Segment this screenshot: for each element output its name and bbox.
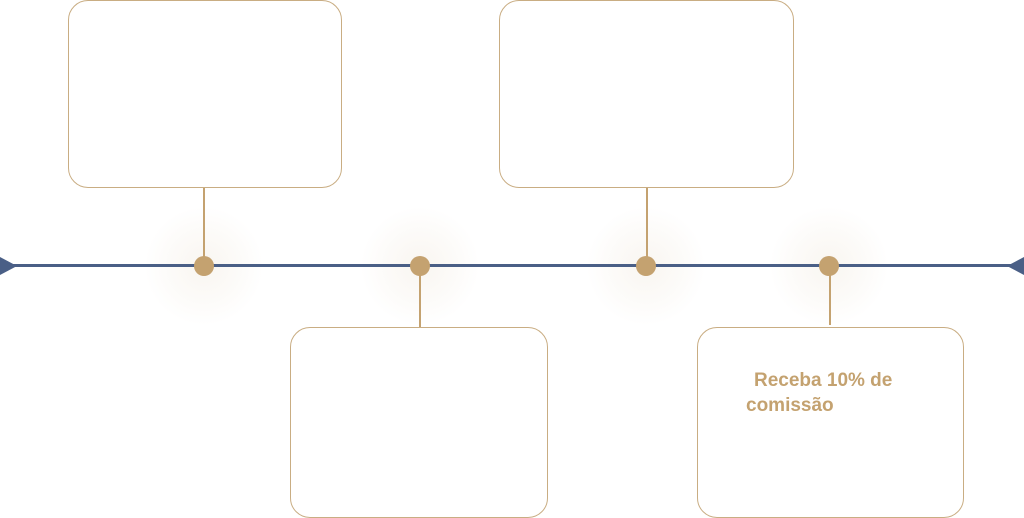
milestone-dot-3 — [636, 256, 656, 276]
connector-2 — [419, 266, 421, 328]
milestone-card-4: Receba 10% de comissão — [697, 327, 964, 518]
connector-3 — [646, 187, 648, 266]
milestone-card-3 — [499, 0, 794, 188]
milestone-card-2 — [290, 327, 548, 518]
milestone-dot-1 — [194, 256, 214, 276]
connector-4 — [829, 266, 831, 325]
milestone-dot-2 — [410, 256, 430, 276]
timeline-axis — [12, 264, 1012, 267]
arrow-right-icon — [1007, 257, 1024, 275]
milestone-card-text: Receba 10% de comissão — [746, 370, 893, 416]
milestone-card-1 — [68, 0, 342, 188]
connector-1 — [203, 187, 205, 266]
milestone-dot-4 — [819, 256, 839, 276]
arrow-left-icon — [0, 257, 17, 275]
